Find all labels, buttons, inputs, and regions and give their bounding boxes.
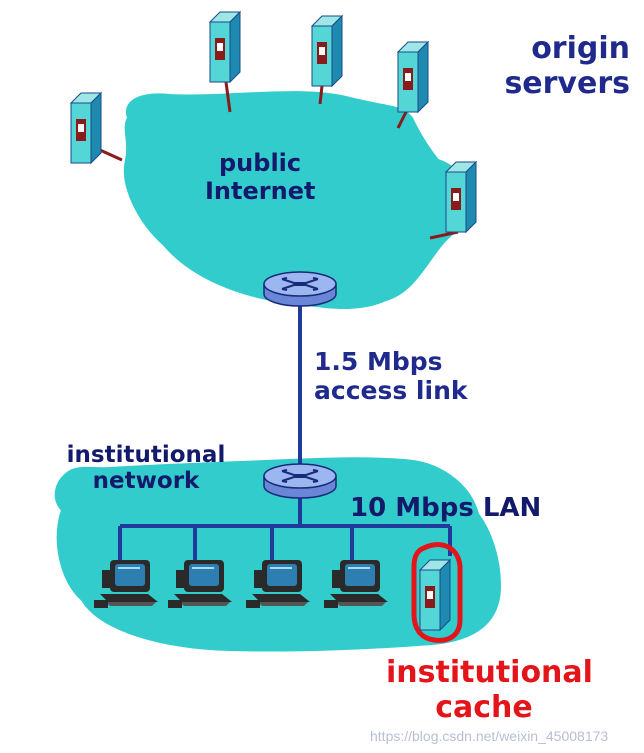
institutional-network-line-2: network bbox=[92, 468, 200, 495]
institutional-network-label: institutional network bbox=[58, 442, 234, 495]
cache-highlight-outline bbox=[411, 542, 463, 643]
origin-servers-label: origin servers bbox=[500, 31, 630, 101]
access-link-line-1: 1.5 Mbps bbox=[314, 347, 443, 376]
institutional-cache-line-1: institutional bbox=[386, 655, 593, 690]
origin-servers-line-1: origin bbox=[531, 31, 630, 66]
watermark: https://blog.csdn.net/weixin_45008173 bbox=[370, 728, 609, 744]
server-icon bbox=[397, 41, 429, 113]
router-icon bbox=[263, 271, 337, 307]
server-icon bbox=[419, 559, 451, 631]
institutional-cache-label: institutional cache bbox=[386, 655, 593, 725]
institutional-cache-line-2: cache bbox=[435, 689, 533, 725]
institutional-network-line-1: institutional bbox=[66, 442, 226, 468]
server-icon bbox=[70, 92, 102, 164]
public-internet-line-2: Internet bbox=[205, 176, 316, 205]
router-icon bbox=[263, 463, 337, 499]
server-icon bbox=[209, 11, 241, 83]
lan-label: 10 Mbps LAN bbox=[350, 493, 542, 523]
access-link-label: 1.5 Mbps access link bbox=[314, 347, 468, 406]
public-internet-line-1: public bbox=[219, 149, 302, 177]
access-link-line-2: access link bbox=[314, 375, 468, 405]
server-icon bbox=[445, 161, 477, 233]
lan-lines bbox=[118, 492, 452, 566]
public-internet-label: public Internet bbox=[205, 149, 316, 205]
institutional-network-cloud bbox=[54, 457, 502, 652]
server-icon bbox=[311, 15, 343, 87]
origin-servers-line-2: servers bbox=[504, 65, 630, 101]
